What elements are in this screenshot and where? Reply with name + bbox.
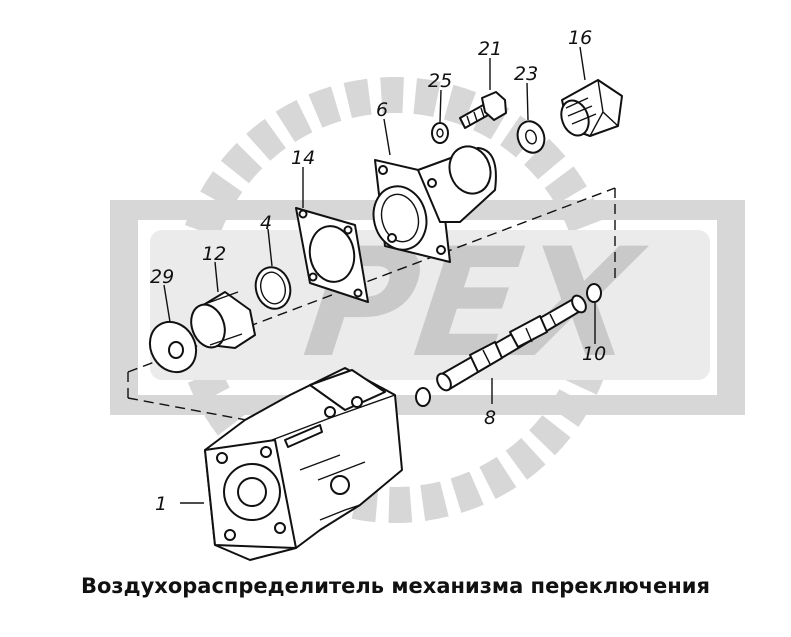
callout-labels: 1 4 6 8 10 12 14 16 21 23 25 29 — [150, 27, 606, 515]
callout-4: 4 — [260, 212, 272, 234]
part-8-valve-stem — [436, 294, 587, 392]
watermark-logo: PEX — [110, 77, 745, 523]
leader-lines — [163, 46, 596, 504]
part-21-bolt — [459, 91, 507, 129]
callout-14: 14 — [291, 147, 315, 169]
callout-16: 16 — [568, 27, 592, 49]
part-4-o-ring — [254, 266, 292, 310]
callout-10: 10 — [582, 343, 606, 365]
part-1-valve-body — [204, 367, 403, 561]
callout-25: 25 — [428, 70, 452, 92]
callout-6: 6 — [376, 99, 388, 121]
part-10-ring — [586, 283, 602, 303]
callout-1: 1 — [155, 493, 167, 515]
callout-23: 23 — [514, 63, 538, 85]
callout-21: 21 — [478, 38, 502, 60]
part-16-plug — [560, 79, 623, 137]
callout-29: 29 — [150, 266, 174, 288]
part-14-gasket — [295, 207, 369, 303]
part-6-cover — [372, 145, 497, 263]
diagram-caption: Воздухораспределитель механизма переключ… — [80, 574, 710, 598]
callout-8: 8 — [484, 407, 496, 429]
part-25-washer — [431, 122, 449, 144]
callout-12: 12 — [202, 243, 226, 265]
small-o-ring — [415, 387, 431, 407]
part-23-washer — [516, 120, 546, 154]
part-29-washer — [148, 320, 198, 374]
part-12-piston — [190, 291, 256, 349]
